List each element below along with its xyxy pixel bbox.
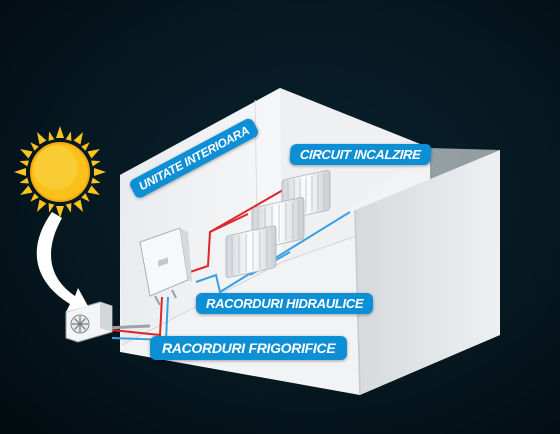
sun-icon <box>14 126 106 218</box>
label-racorduri-frigorifice: RACORDURI FRIGORIFICE <box>150 336 348 360</box>
outdoor-unit-icon <box>65 301 113 343</box>
label-circuit-incalzire: CIRCUIT INCALZIRE <box>289 144 432 165</box>
hot-pipes <box>111 185 291 337</box>
radiator-icon <box>225 169 331 278</box>
label-racorduri-hidraulice: RACORDURI HIDRAULICE <box>196 293 374 314</box>
arrow-icon <box>36 212 88 312</box>
right-wall <box>355 150 500 395</box>
indoor-unit-icon <box>139 227 192 306</box>
